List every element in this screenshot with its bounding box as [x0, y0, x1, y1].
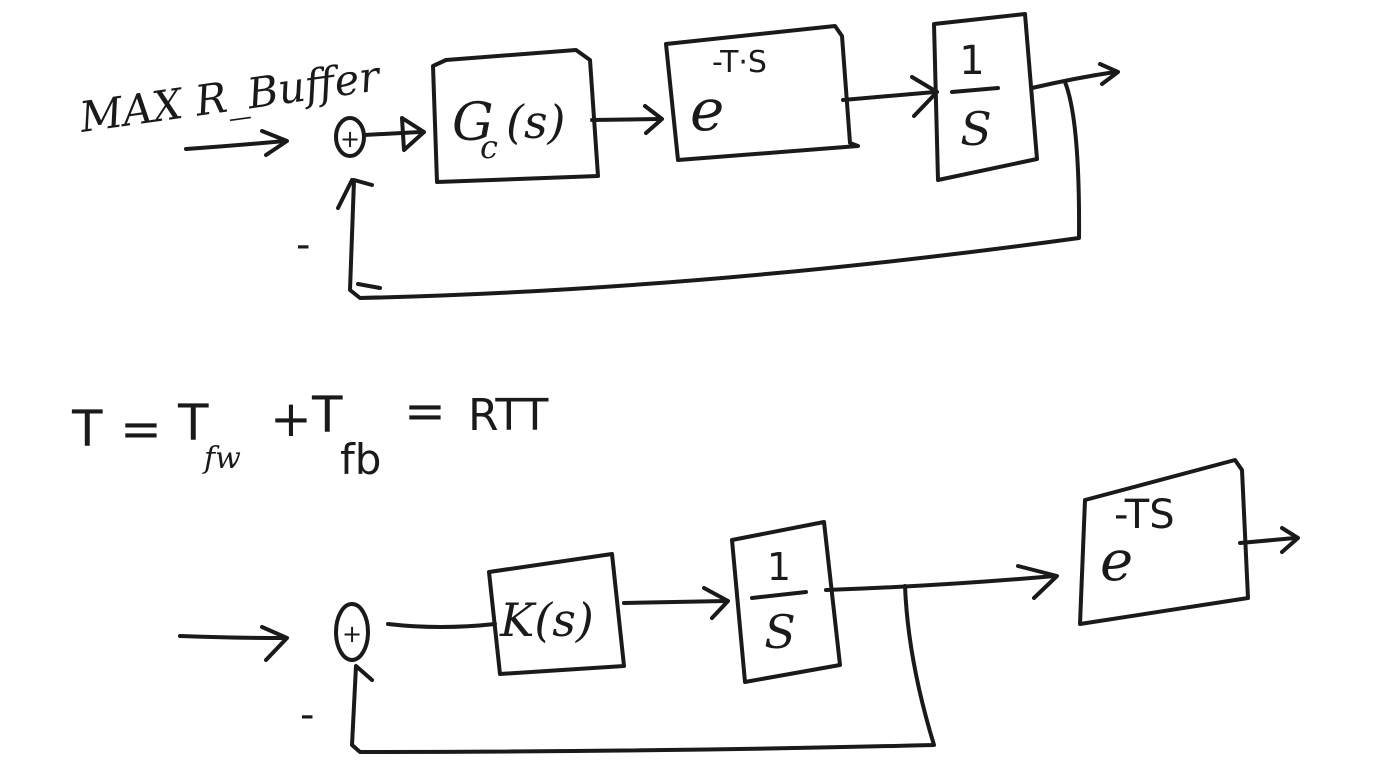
integrator-num: 1 [959, 38, 984, 84]
integrator-den: S [960, 102, 992, 156]
integrator2-num: 1 [767, 545, 791, 589]
output2-head [1280, 526, 1300, 554]
delay-to-integrator-line [841, 90, 937, 102]
integrator-fraction-bar [950, 86, 1000, 94]
controller-block [431, 48, 600, 184]
eq-t1-sub: fw [202, 441, 241, 476]
delay2-base: e [1100, 529, 1133, 594]
feedback-path [348, 80, 1082, 300]
input2-arrow-line [178, 634, 287, 640]
eq-t2-sub: fb [340, 435, 381, 484]
input-arrow-line [184, 139, 287, 151]
k-to-integrator-head [702, 586, 730, 620]
delay-to-integrator-head [910, 75, 939, 118]
eq-equals-2: = [404, 382, 446, 440]
diagram-1: MAX R_Buffer + G c (s) e -T·S 1 S - [76, 12, 1120, 300]
controller-to-delay-line [590, 117, 662, 122]
equation: T = T fw + T fb = RTT [71, 382, 548, 484]
delay-exponent: -T·S [712, 45, 767, 80]
sum-to-controller-line [362, 130, 422, 137]
sum-to-controller-head [400, 116, 426, 152]
eq-equals-1: = [120, 400, 162, 458]
k-to-integrator-line [622, 599, 728, 605]
integrator2-den: S [764, 605, 796, 659]
feedback-path-2 [350, 584, 936, 754]
output2-line [1238, 536, 1297, 545]
eq-rhs: RTT [468, 390, 548, 441]
eq-lhs: T [71, 400, 103, 458]
summing-plus: + [340, 125, 360, 153]
sum-to-k-line [386, 622, 497, 629]
feedback-corner-mark [356, 282, 382, 290]
delay-base: e [690, 76, 724, 144]
controller-arg: (s) [506, 95, 566, 149]
delay2-exponent: -TS [1114, 492, 1175, 538]
integrator-block-2 [730, 520, 842, 684]
controller-sub: c [480, 128, 498, 166]
delay-block-2 [1078, 458, 1250, 626]
integrator2-fraction-bar [750, 590, 808, 600]
eq-plus: + [270, 390, 312, 448]
k-block [487, 552, 626, 676]
feedback-tick [336, 178, 354, 210]
summing-plus-2: + [342, 620, 362, 648]
output-line [1030, 70, 1117, 90]
integrator-to-delay-head [1016, 564, 1059, 600]
output-head [1098, 62, 1120, 86]
feedback-minus: - [296, 222, 310, 268]
delay-block [664, 24, 860, 162]
integrator-block [932, 12, 1039, 182]
eq-t2: T [311, 386, 343, 444]
input-arrow-head [260, 129, 289, 157]
controller-main: G [452, 93, 494, 153]
controller-to-delay-head [643, 104, 664, 135]
summing-junction [334, 116, 366, 158]
summing-junction-2 [334, 602, 370, 662]
eq-t1: T [177, 394, 209, 452]
input2-arrow-head [260, 625, 289, 662]
diagram-2: + K(s) 1 S e -TS - [178, 458, 1300, 754]
k-label: K(s) [499, 593, 594, 647]
integrator-to-delay-line [824, 574, 1057, 592]
feedback-minus-2: - [300, 692, 314, 738]
